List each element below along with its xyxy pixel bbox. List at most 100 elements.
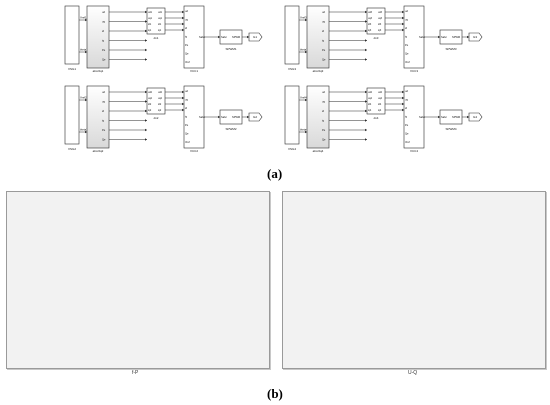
- port-label: ud: [405, 9, 408, 13]
- vcc-label: VCC3: [410, 69, 418, 73]
- port-label: ud4: [368, 91, 373, 94]
- port-label: Vref: [405, 140, 410, 144]
- arrowhead: [247, 35, 249, 39]
- port-label: uq2: [148, 97, 153, 100]
- port-label: ud: [185, 9, 188, 13]
- demux-block: [146, 87, 166, 115]
- arrowhead: [145, 138, 147, 141]
- arrowhead: [145, 39, 147, 42]
- subsystem-group-3: VSG2Vref2theta2abc/dq2uduqidiqPeQedv2ud2…: [64, 85, 263, 153]
- port-label: iq1: [148, 29, 152, 32]
- port-label: iq: [322, 119, 325, 123]
- port-label: ud: [322, 10, 325, 14]
- port-label: Sabc: [441, 115, 448, 119]
- arrowhead: [145, 48, 147, 52]
- arrowhead: [145, 128, 147, 132]
- port-label: Sabc: [419, 35, 426, 39]
- port-label: Sabc: [419, 115, 426, 119]
- input-label: theta3: [300, 48, 308, 52]
- output-port: [248, 32, 263, 42]
- vcc-label: VCC2: [190, 149, 198, 153]
- port-label: id2: [158, 103, 162, 106]
- port-label: ud: [322, 90, 325, 94]
- port-label: id: [405, 26, 408, 30]
- output-label: G4: [473, 115, 477, 119]
- inner-label: abc/dq2: [93, 149, 104, 153]
- arrowhead: [365, 10, 367, 14]
- arrowhead: [365, 128, 367, 132]
- output-port: [468, 32, 483, 42]
- inner-subsystem: [306, 5, 330, 69]
- port-label: ud: [185, 89, 188, 93]
- port-label: iq: [405, 35, 408, 39]
- arrowhead: [438, 35, 440, 39]
- input-label: Vref1: [80, 16, 87, 20]
- port-label: Pe: [405, 123, 409, 127]
- port-label: uq1: [148, 17, 153, 20]
- input-label: theta4: [300, 128, 308, 132]
- arrowhead: [85, 50, 87, 54]
- port-label: iq: [185, 35, 188, 39]
- arrowhead: [145, 90, 147, 94]
- arrowhead: [365, 39, 367, 42]
- arrowhead: [467, 35, 469, 39]
- vcc-label: VCC4: [410, 149, 418, 153]
- inner-subsystem: [86, 85, 110, 149]
- port-label: Sabc: [199, 35, 206, 39]
- arrowhead: [305, 98, 307, 102]
- port-label: ud4: [378, 91, 383, 94]
- demux-label: dv1: [154, 36, 159, 40]
- arrowhead: [218, 115, 220, 119]
- port-label: id: [322, 29, 325, 33]
- inner-label: abc/dq4: [313, 149, 324, 153]
- port-label: Qe: [102, 138, 106, 142]
- port-label: SPWM: [232, 35, 240, 39]
- port-label: uq3: [368, 17, 373, 20]
- port-label: iq3: [368, 29, 372, 32]
- input-label: Vref4: [300, 96, 307, 100]
- port-label: iq: [102, 39, 105, 43]
- port-label: id3: [368, 23, 372, 26]
- port-label: uq: [102, 101, 105, 104]
- source-label: VSG2: [68, 147, 76, 151]
- source-label: VSG4: [288, 147, 296, 151]
- port-label: iq3: [378, 29, 382, 32]
- arrowhead: [182, 102, 184, 106]
- port-label: Pe: [102, 48, 106, 52]
- arrowhead: [182, 22, 184, 26]
- port-label: id: [102, 109, 105, 113]
- panel-fp: [6, 191, 270, 369]
- arrowhead: [402, 28, 404, 32]
- arrowhead: [145, 119, 147, 122]
- arrowhead: [145, 100, 147, 103]
- source-label: VSG1: [68, 67, 76, 71]
- output-port: [248, 112, 263, 122]
- port-label: Pe: [322, 128, 326, 132]
- port-label: uq4: [368, 97, 373, 100]
- demux-label: dv2: [154, 116, 159, 120]
- port-label: id2: [148, 103, 152, 106]
- spwm-label: SPWM4: [445, 127, 456, 131]
- arrowhead: [182, 108, 184, 112]
- port-label: ud: [102, 10, 105, 14]
- port-label: id1: [158, 23, 162, 26]
- subsystem-group-2: VSG3Vref3theta3abc/dq3uduqidiqPeQedv3ud3…: [284, 5, 483, 73]
- arrowhead: [365, 29, 367, 33]
- demux-label: dv4: [374, 116, 379, 120]
- demux-label: dv3: [374, 36, 379, 40]
- arrowhead: [182, 96, 184, 100]
- port-label: Vref: [405, 60, 410, 64]
- port-label: ud3: [368, 11, 373, 14]
- spwm-label: SPWM2: [225, 127, 236, 131]
- port-label: iq4: [378, 109, 382, 112]
- port-label: id4: [368, 103, 372, 106]
- source-block: [64, 5, 80, 65]
- port-label: ud2: [148, 91, 153, 94]
- port-label: iq: [322, 39, 325, 43]
- port-label: id1: [148, 23, 152, 26]
- arrowhead: [145, 20, 147, 23]
- port-label: iq2: [158, 109, 162, 112]
- port-label: Sabc: [221, 115, 228, 119]
- input-label: Vref2: [80, 96, 87, 100]
- port-label: Sabc: [199, 115, 206, 119]
